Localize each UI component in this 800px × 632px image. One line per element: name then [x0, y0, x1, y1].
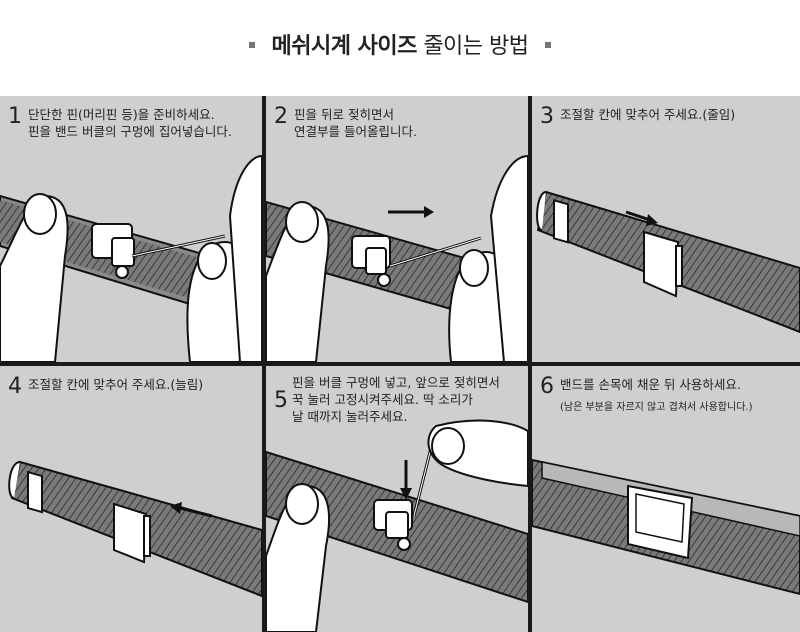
step-panel-3: 3 조절할 칸에 맞추어 주세요.(줄임)	[532, 96, 800, 362]
instruction-line: 연결부를 들어올립니다.	[294, 124, 417, 139]
step-number: 3	[540, 104, 554, 129]
step1-illustration	[0, 154, 262, 362]
instruction-line: 핀을 밴드 버클의 구멍에 집어넣습니다.	[28, 124, 232, 139]
page-title: 메쉬시계 사이즈 줄이는 방법	[0, 28, 800, 60]
finger-illustration	[448, 154, 528, 362]
step3-illustration	[536, 190, 800, 334]
step-panel-5: 5 핀을 버클 구멍에 넣고, 앞으로 젖히면서 꾹 눌러 고정시켜주세요. 딱…	[266, 366, 528, 632]
step5-illustration	[266, 419, 528, 632]
buckle-illustration	[113, 502, 151, 564]
arrow-right-icon	[388, 206, 434, 218]
buckle-illustration	[643, 230, 683, 298]
step-instruction: 조절할 칸에 맞추어 주세요.(줄임)	[560, 106, 735, 123]
step-number: 2	[274, 104, 288, 129]
buckle-illustration	[627, 484, 694, 560]
instruction-line: 핀을 뒤로 젖히면서	[294, 107, 394, 122]
finger-illustration	[427, 419, 528, 488]
title-light: 줄이는 방법	[423, 34, 529, 59]
instruction-line: 꾹 눌러 고정시켜주세요. 딱 소리가	[292, 392, 473, 407]
step-panel-2: 2 핀을 뒤로 젖히면서 연결부를 들어올립니다.	[266, 96, 528, 362]
buckle-illustration	[373, 499, 413, 551]
step-instruction: 밴드를 손목에 채운 뒤 사용하세요.	[560, 376, 741, 393]
step-panel-1: 1 단단한 핀(머리핀 등)을 준비하세요. 핀을 밴드 버클의 구멍에 집어넣…	[0, 96, 262, 362]
finger-illustration	[266, 483, 331, 632]
header: 메쉬시계 사이즈 줄이는 방법	[0, 0, 800, 96]
finger-illustration	[266, 201, 330, 362]
arrow-left-icon	[170, 502, 213, 518]
bullet-icon	[249, 42, 256, 48]
title-bold: 메쉬시계 사이즈	[271, 34, 417, 59]
bullet-icon	[544, 42, 551, 48]
instruction-line: 조절할 칸에 맞추어 주세요.(늘림)	[28, 377, 204, 392]
step2-illustration	[266, 154, 528, 362]
step-panel-4: 4 조절할 칸에 맞추어 주세요.(늘림)	[0, 366, 262, 632]
step-instruction: 단단한 핀(머리핀 등)을 준비하세요. 핀을 밴드 버클의 구멍에 집어넣습니…	[28, 106, 232, 140]
instruction-line: 밴드를 손목에 채운 뒤 사용하세요.	[560, 377, 741, 392]
instruction-line: 날 때까지 눌러주세요.	[292, 409, 408, 424]
step-instruction: 핀을 버클 구멍에 넣고, 앞으로 젖히면서 꾹 눌러 고정시켜주세요. 딱 소…	[292, 374, 500, 425]
step-number: 5	[274, 388, 288, 413]
step-instruction: 조절할 칸에 맞추어 주세요.(늘림)	[28, 376, 203, 393]
buckle-illustration	[91, 223, 135, 279]
arrow-right-icon	[625, 210, 658, 226]
step-number: 6	[540, 374, 554, 399]
instruction-line: 단단한 핀(머리핀 등)을 준비하세요.	[28, 107, 215, 122]
instruction-line: 핀을 버클 구멍에 넣고, 앞으로 젖히면서	[292, 375, 500, 390]
step-panel-6: 6 밴드를 손목에 채운 뒤 사용하세요. (남은 부분을 자르지 않고 겹쳐서…	[532, 366, 800, 632]
step-number: 1	[8, 104, 22, 129]
instruction-grid: 1 단단한 핀(머리핀 등)을 준비하세요. 핀을 밴드 버클의 구멍에 집어넣…	[0, 96, 800, 632]
step-note: (남은 부분을 자르지 않고 겹쳐서 사용합니다.)	[560, 402, 753, 413]
step-number: 4	[8, 374, 22, 399]
buckle-illustration	[351, 235, 391, 287]
finger-illustration	[0, 193, 69, 362]
step-instruction: 핀을 뒤로 젖히면서 연결부를 들어올립니다.	[294, 106, 417, 140]
instruction-line: 조절할 칸에 맞추어 주세요.(줄임)	[560, 107, 736, 122]
finger-illustration	[186, 154, 262, 362]
arrow-down-icon	[400, 460, 412, 500]
step6-illustration	[532, 458, 800, 596]
step4-illustration	[8, 460, 262, 598]
